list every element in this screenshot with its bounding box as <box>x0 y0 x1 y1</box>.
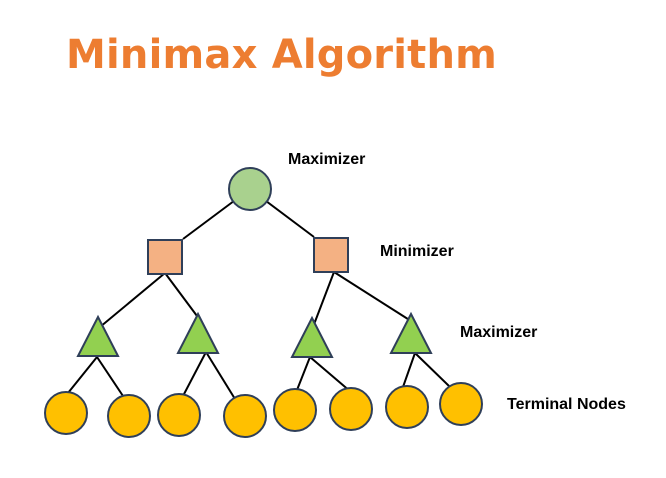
edge <box>414 352 450 387</box>
terminal-level-label: Terminal Nodes <box>507 396 626 413</box>
terminal-node <box>223 394 267 438</box>
edge <box>96 356 126 400</box>
minimizer-level-label: Minimizer <box>380 243 454 260</box>
terminal-node <box>385 385 429 429</box>
terminal-node <box>44 391 88 435</box>
terminal-node <box>329 387 373 431</box>
edge <box>333 271 412 322</box>
root-maximizer-node <box>228 167 272 211</box>
edge <box>182 351 207 397</box>
maximizer-node <box>389 311 433 354</box>
terminal-node <box>439 382 483 426</box>
edge <box>312 271 335 328</box>
edge <box>296 356 311 391</box>
terminal-node <box>107 394 151 438</box>
edge <box>99 272 166 328</box>
diagram-title: Minimax Algorithm <box>66 32 497 78</box>
edge <box>164 272 201 321</box>
edge <box>205 351 236 400</box>
edge <box>402 352 416 388</box>
maximizer-node <box>76 314 120 357</box>
terminal-node <box>273 388 317 432</box>
maximizer-level-label: Maximizer <box>460 324 537 341</box>
terminal-node <box>157 393 201 437</box>
edge <box>309 356 352 393</box>
root-level-label: Maximizer <box>288 151 365 168</box>
terminal-nodes <box>44 382 483 438</box>
maximizer-node <box>290 315 334 358</box>
edge <box>67 356 98 394</box>
minimizer-node <box>313 237 349 273</box>
tree-edges <box>67 188 450 400</box>
minimizer-node <box>147 239 183 275</box>
maximizer-node <box>176 311 220 354</box>
